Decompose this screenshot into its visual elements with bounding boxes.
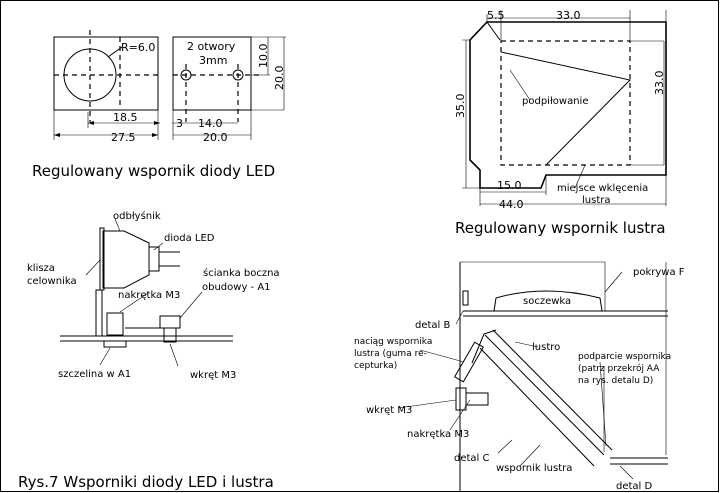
- holes-label-2: 3mm: [199, 54, 227, 67]
- side-wall-label-2: obudowy - A1: [202, 282, 271, 293]
- support-label-1: podparcie wspornika: [578, 352, 671, 362]
- nut-label-right: nakrętka M3: [407, 429, 469, 440]
- led-bracket-right-plate: [172, 36, 252, 111]
- mirror-bracket-outline: [469, 21, 667, 189]
- screw: [159, 315, 181, 329]
- dim-20-right: 20.0: [273, 66, 286, 91]
- dim-14: 14.0: [198, 117, 223, 130]
- mirror-label: lustro: [532, 342, 560, 353]
- dim-3: 3: [176, 117, 183, 130]
- nut: [106, 312, 124, 336]
- led-assembly-drawing: odbłyśnik dioda LED klisza celownika ści…: [27, 210, 280, 381]
- mirror-line: [484, 329, 613, 456]
- cover-label: pokrywa F: [633, 267, 685, 278]
- dim-5-5: 5.5: [487, 9, 505, 22]
- dim-10: 10.0: [257, 44, 270, 69]
- dim-44: 44.0: [499, 198, 524, 211]
- bracket-arm: [479, 347, 595, 467]
- target-glass-label-2: celownika: [27, 276, 77, 287]
- radius-label: R=6.0: [121, 41, 155, 54]
- dim-20-bottom: 20.0: [203, 131, 228, 144]
- tension-label-1: naciąg wspornika: [354, 337, 432, 347]
- detail-b-label: detal B: [415, 320, 451, 331]
- dim-18-5: 18.5: [113, 111, 138, 124]
- dim-35: 35.0: [454, 94, 467, 119]
- mirror-assembly-drawing: pokrywa F soczewka detal B lustro naciąg…: [354, 261, 685, 492]
- mirror-bracket-title: Regulowany wspornik lustra: [455, 219, 666, 237]
- support-label-2: (patrz przekrój AA: [578, 363, 660, 374]
- bracket-label: wspornik lustra: [496, 463, 572, 474]
- side-wall-label-1: ścianka boczna: [203, 267, 280, 279]
- target-glass-label-1: klisza: [27, 263, 55, 274]
- tension-label-2: lustra (guma re-: [354, 349, 427, 359]
- screw-label-right: wkręt M3: [366, 405, 412, 416]
- mirror-bracket-drawing: 5.5 33.0 35.0 33.0 podpiłowanie 15.0 44.…: [454, 9, 667, 237]
- recess-label-1: miejsce wklęcenia: [557, 183, 648, 194]
- led-body: [148, 246, 160, 272]
- led-label: dioda LED: [164, 233, 215, 244]
- dim-33-top: 33.0: [556, 9, 581, 22]
- reflector: [102, 230, 150, 289]
- dim-33-right: 33.0: [653, 71, 666, 96]
- dim-15: 15.0: [497, 179, 522, 192]
- rubber-band: [453, 341, 485, 383]
- led-bracket-drawing: R=6.0 2 otwory 3mm 18.5 27.5 3 14.0 20.0…: [32, 30, 286, 180]
- led-bracket-title: Regulowany wspornik diody LED: [32, 162, 275, 180]
- recess-label-2: lustra: [582, 195, 611, 206]
- lens: [493, 290, 603, 312]
- detail-c-label: detal C: [454, 453, 490, 464]
- filing-label: podpiłowanie: [522, 96, 588, 107]
- slot-label: szczelina w A1: [58, 369, 131, 380]
- lens-label: soczewka: [523, 296, 571, 307]
- led-bracket-hole-2: [232, 69, 244, 81]
- figure-caption: Rys.7 Wsporniki diody LED i lustra: [18, 473, 274, 491]
- holes-label-1: 2 otwory: [187, 40, 236, 53]
- reflector-label: odbłyśnik: [113, 210, 161, 222]
- tension-label-3: cepturka): [354, 361, 397, 371]
- screw-label: wkręt M3: [190, 370, 236, 381]
- mirror-recess: [500, 40, 631, 166]
- detail-d-label: detal D: [616, 481, 653, 492]
- dim-27-5: 27.5: [111, 131, 136, 144]
- led-bracket-left-plate: [53, 36, 159, 111]
- support-label-3: na rys. detalu D): [578, 376, 653, 386]
- nut-label: nakrętka M3: [118, 290, 180, 301]
